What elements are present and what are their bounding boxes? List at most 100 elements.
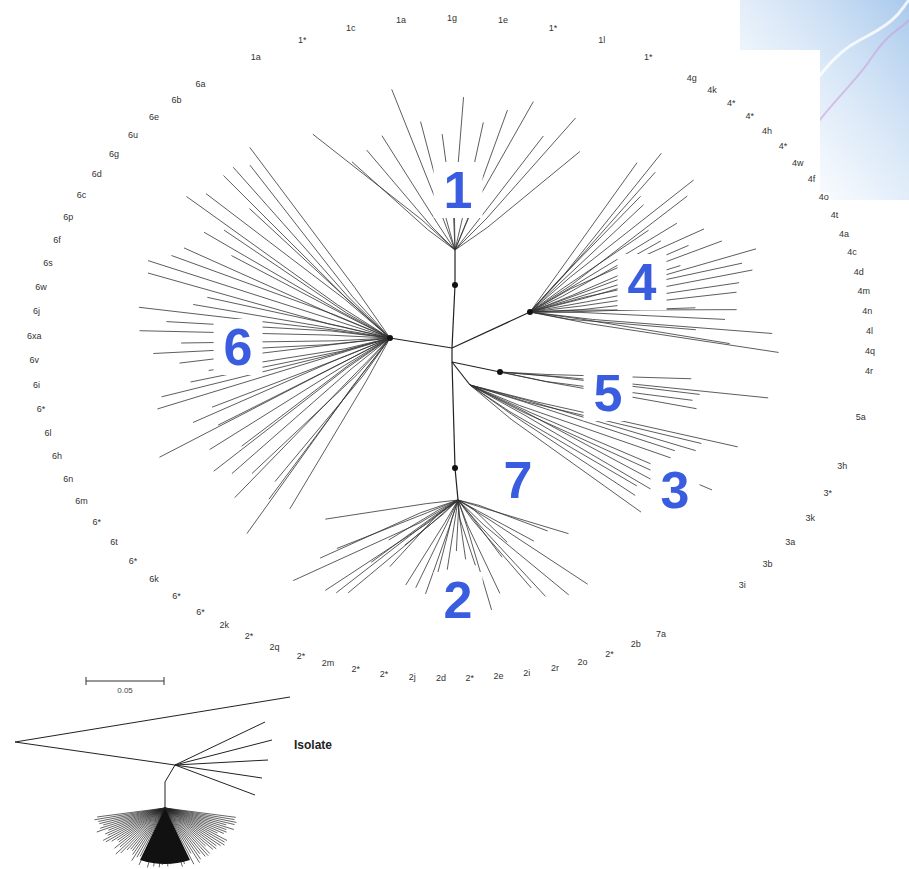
subtype-label: 3b xyxy=(761,560,773,569)
figure-ground xyxy=(560,50,820,200)
collapsed-clade xyxy=(100,808,165,828)
subtype-label: 6* xyxy=(195,607,206,616)
tree-branch xyxy=(337,500,458,548)
subtype-label: 6j xyxy=(32,307,41,316)
tree-branch xyxy=(454,250,455,285)
inset-branch xyxy=(175,722,265,765)
tree-branch xyxy=(530,180,694,312)
subtype-label: 6s xyxy=(42,259,54,268)
subtype-label: 1* xyxy=(548,23,559,32)
subtype-label: 2b xyxy=(630,640,642,649)
inset-branch xyxy=(15,742,175,765)
subtype-label: 2d xyxy=(435,673,447,682)
subtype-label: 6k xyxy=(148,575,160,584)
subtype-label: 2* xyxy=(244,632,255,641)
tree-branch xyxy=(186,196,390,338)
subtype-label: 2* xyxy=(296,651,307,660)
subtype-label: 2q xyxy=(269,642,281,651)
subtype-label: 2i xyxy=(522,668,531,677)
subtype-label: 6h xyxy=(51,451,63,460)
tree-branch xyxy=(530,229,704,312)
subtype-label: 4n xyxy=(861,307,873,316)
subtype-label: 6e xyxy=(148,112,160,121)
subtype-label: 4o xyxy=(818,192,830,201)
tree-branch xyxy=(250,165,390,338)
tree-branch xyxy=(452,362,470,385)
collapsed-clade xyxy=(95,808,165,820)
tree-branch xyxy=(452,312,530,348)
genotype-number: 7 xyxy=(494,452,543,508)
subtype-label: 1l xyxy=(597,35,606,44)
subtype-label: 3i xyxy=(738,581,747,590)
tree-branch xyxy=(148,261,390,338)
subtype-label: 3k xyxy=(805,513,817,522)
tree-branch xyxy=(455,468,458,500)
subtype-label: 6n xyxy=(62,474,74,483)
collapsed-clade xyxy=(140,808,190,864)
subtype-label: 1c xyxy=(345,23,357,32)
tree-branch xyxy=(275,338,390,482)
subtype-label: 6* xyxy=(36,404,47,413)
scale-bar xyxy=(86,677,164,685)
tree-branch xyxy=(320,500,458,558)
tree-branch xyxy=(390,338,452,348)
genotype-number: 4 xyxy=(618,254,667,310)
tree-branch xyxy=(171,256,390,338)
genotype-number: 6 xyxy=(214,319,263,375)
subtype-label: 4w xyxy=(791,158,805,167)
bootstrap-dot xyxy=(452,282,458,288)
subtype-label: 1e xyxy=(497,16,509,25)
tree-branch xyxy=(500,372,768,398)
subtype-label: 4d xyxy=(853,267,865,276)
genotype-number: 3 xyxy=(651,462,700,518)
subtype-label: 4* xyxy=(778,142,789,151)
subtype-label: 4h xyxy=(761,126,773,135)
subtype-label: 2* xyxy=(379,669,390,678)
tree-branch xyxy=(157,338,390,409)
subtype-label: 1* xyxy=(643,52,654,61)
tree-branch xyxy=(530,241,722,312)
subtype-label: 6b xyxy=(170,95,182,104)
isolate-label: Isolate xyxy=(294,739,332,751)
tree-branch xyxy=(252,338,390,474)
subtype-label: 6w xyxy=(34,283,48,292)
genotype-number: 2 xyxy=(434,572,483,628)
tree-branch xyxy=(447,500,458,570)
tree-branch xyxy=(206,194,390,338)
subtype-label: 3a xyxy=(784,537,796,546)
subtype-label: 7a xyxy=(655,629,667,638)
subtype-label: 4* xyxy=(744,112,755,121)
bootstrap-dot xyxy=(527,309,533,315)
tree-branch xyxy=(530,249,756,312)
subtype-label: 2k xyxy=(219,620,231,629)
tree-branch xyxy=(530,312,779,352)
tree-branch xyxy=(470,385,675,451)
subtype-label: 6d xyxy=(91,170,103,179)
subtype-label: 6* xyxy=(91,517,102,526)
subtype-label: 2j xyxy=(408,672,417,681)
subtype-label: 4t xyxy=(830,211,840,220)
bootstrap-dot xyxy=(387,335,393,341)
subtype-label: 6p xyxy=(62,213,74,222)
scale-value: 0.05 xyxy=(117,687,133,695)
tree-branch xyxy=(452,362,455,468)
inset-branch xyxy=(175,760,268,765)
subtype-label: 6xa xyxy=(26,331,43,340)
inset-branch xyxy=(165,765,175,782)
bootstrap-dot xyxy=(497,369,503,375)
subtype-label: 4l xyxy=(865,327,874,336)
inset-branch xyxy=(15,697,290,742)
tree-branch xyxy=(451,348,452,362)
subtype-label: 6t xyxy=(109,538,119,547)
inset-branch xyxy=(175,765,255,795)
subtype-label: 4k xyxy=(706,85,718,94)
subtype-label: 4g xyxy=(686,73,698,82)
subtype-label: 1g xyxy=(446,14,458,23)
subtype-label: 4* xyxy=(726,98,737,107)
subtype-label: 6c xyxy=(76,191,88,200)
tree-branch xyxy=(181,338,390,343)
subtype-label: 6m xyxy=(74,496,89,505)
subtype-label: 6g xyxy=(108,149,120,158)
tree-branch xyxy=(458,500,466,559)
subtype-label: 6* xyxy=(128,557,139,566)
